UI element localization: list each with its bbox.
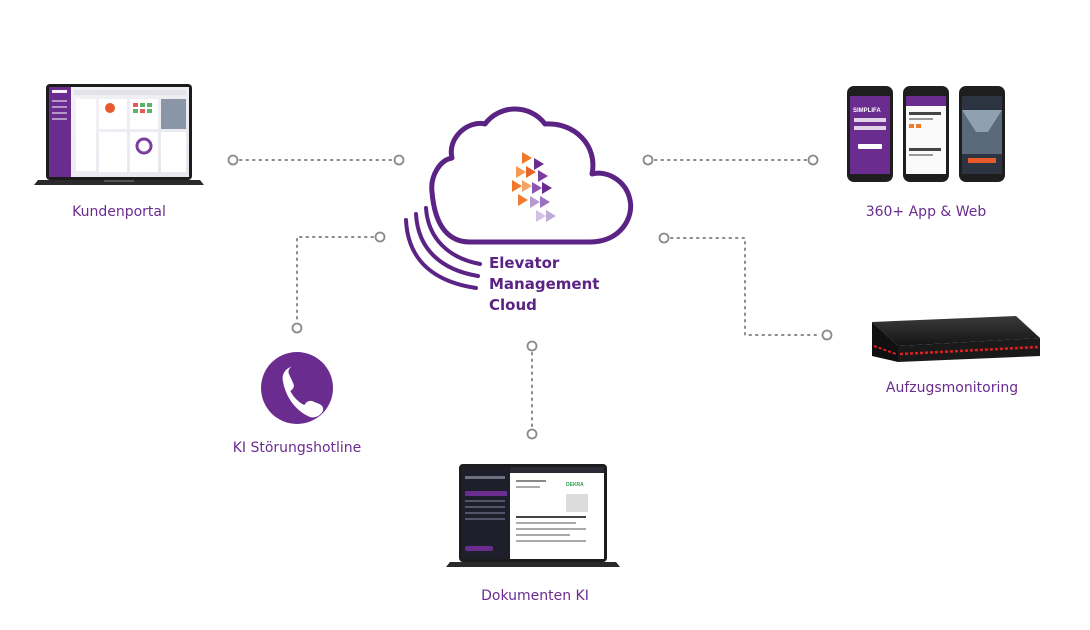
label-app-web: 360+ App & Web [865,204,987,220]
app-phones [847,86,1005,182]
label-monitoring: Aufzugsmonitoring [885,380,1019,396]
connector-app-web [642,154,819,166]
kundenportal-laptop [34,84,204,185]
brand-logo-icon [512,152,556,222]
label-kundenportal: Kundenportal [72,204,166,220]
connector-dokumente [526,340,538,440]
cloud-title: Elevator Management Cloud [489,253,599,316]
connector-hotline [291,231,386,334]
label-hotline: KI Störungshotline [232,440,362,456]
dokumente-laptop [446,464,620,567]
cloud-icon [404,106,634,290]
connector-kundenportal [227,154,405,166]
phone-icon [261,352,333,424]
cloud-title-line-3: Cloud [489,296,537,314]
cloud-title-line-1: Elevator [489,254,560,272]
phone-brand-text: SIMPLIFA [853,108,881,114]
portal-brand-text: SIMPLIFA [53,89,67,93]
label-dokumente: Dokumenten KI [481,588,589,604]
doc-brand-text: DEKRA [566,482,584,488]
monitoring-device [872,316,1040,362]
connector-monitoring [658,232,833,341]
cloud-title-line-2: Management [489,275,600,293]
